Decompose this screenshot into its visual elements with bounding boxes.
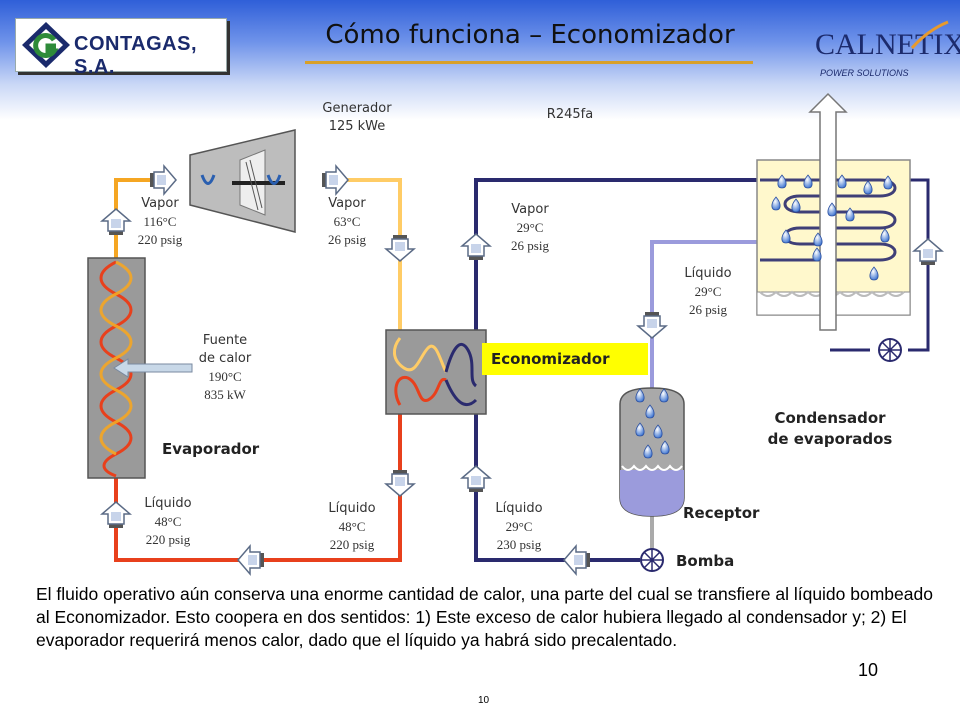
calnetix-tagline: POWER SOLUTIONS: [820, 68, 909, 78]
water-drop-icon: [771, 196, 781, 211]
water-drop-icon: [791, 198, 801, 213]
economizer-label: Economizador: [482, 343, 648, 375]
water-drop-icon: [845, 207, 855, 222]
water-drop-icon: [883, 175, 893, 190]
water-drop-icon: [653, 424, 663, 439]
calnetix-swoosh-icon: [910, 20, 949, 49]
evaporative-condenser: [756, 92, 911, 362]
water-drop-icon: [781, 229, 791, 244]
evaporator: [87, 257, 193, 479]
water-drop-icon: [635, 422, 645, 437]
water-drop-icon: [645, 404, 655, 419]
explanation-paragraph: El fluido operativo aún conserva una eno…: [36, 584, 933, 650]
calnetix-logo: CALNETIX POWER SOLUTIONS: [815, 20, 960, 78]
contagas-logo-text: CONTAGAS, S.A.: [74, 33, 198, 78]
connector-condensate-down: [637, 311, 667, 339]
water-drop-icon: [813, 232, 823, 247]
pipe-condensate: [650, 240, 757, 395]
connector-econ-hot-down: [385, 469, 415, 497]
connector-econ-cold-up: [461, 465, 491, 493]
liquid-from-pump-label: Líquido 29°C 230 psig: [495, 501, 543, 552]
vapor-inlet-label: Vapor 116°C 220 psig: [137, 196, 183, 247]
connector-turbine-out: [321, 165, 349, 195]
pump: [640, 548, 664, 572]
water-drop-icon: [863, 180, 873, 195]
liquid-from-economizer-label: Líquido 48°C 220 psig: [328, 501, 376, 552]
water-drops: [635, 174, 893, 459]
connector-condenser-loop: [913, 238, 943, 266]
economizer-unit: [385, 329, 487, 415]
water-drop-icon: [827, 202, 837, 217]
page-title: Cómo funciona – Economizador: [325, 20, 735, 50]
contagas-logo: CONTAGAS, S.A.: [15, 18, 227, 78]
heat-source-label: Fuente de calor 190°C 835 kW: [198, 333, 252, 402]
water-drop-icon: [660, 440, 670, 455]
slide-number: 10: [858, 660, 879, 680]
connector-evap-in: [101, 501, 131, 529]
water-drop-icon: [880, 228, 890, 243]
connector-pump-left: [563, 545, 591, 575]
water-drop-icon: [869, 266, 879, 281]
calnetix-logo-text: CALNETIX: [815, 28, 960, 61]
generator-label: Generador 125 kWe: [322, 101, 392, 134]
connector-warm-vapor-down: [385, 234, 415, 262]
vapor-to-condenser-label: Vapor 29°C 26 psig: [511, 202, 549, 253]
pump-label: Bomba: [676, 552, 735, 570]
title-underline: [305, 61, 753, 64]
connector-turbine-in: [149, 165, 177, 195]
connector-cold-vapor-up: [461, 233, 491, 261]
liquid-to-evaporator-label: Líquido 48°C 220 psig: [144, 496, 192, 547]
connector-hot-liquid-left: [237, 545, 265, 575]
liquid-from-condenser-label: Líquido 29°C 26 psig: [684, 266, 732, 317]
receiver-label: Receptor: [683, 504, 760, 522]
contagas-emblem-icon: [22, 22, 70, 68]
footer-page-number: 10: [478, 695, 490, 706]
water-drop-icon: [803, 174, 813, 189]
condenser-label: Condensador de evaporados: [767, 409, 893, 448]
pipe-cold-vapor: [474, 178, 760, 338]
evaporator-label: Evaporador: [162, 440, 260, 458]
water-drop-icon: [643, 444, 653, 459]
water-drop-icon: [777, 174, 787, 189]
water-drop-icon: [659, 388, 669, 403]
turbine-generator: [189, 129, 296, 233]
water-drop-icon: [837, 174, 847, 189]
water-drop-icon: [812, 247, 822, 262]
refrigerant-label: R245fa: [546, 107, 594, 122]
water-drop-icon: [635, 388, 645, 403]
vapor-outlet-label: Vapor 63°C 26 psig: [328, 196, 366, 247]
